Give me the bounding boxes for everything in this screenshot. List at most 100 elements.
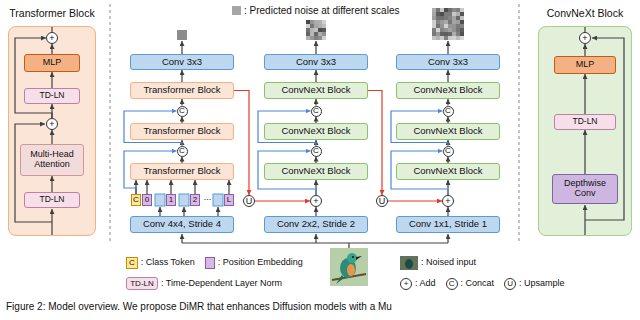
- noise-square: [318, 36, 322, 40]
- noised-thumbnail: [400, 265, 403, 268]
- legend-swatch: [205, 257, 215, 269]
- node-label: TD-LN: [39, 91, 64, 100]
- noise-square: [460, 32, 464, 36]
- wire: [181, 41, 182, 54]
- position-token: 1: [166, 194, 176, 206]
- legend-text: : Position Embedding: [218, 258, 303, 268]
- block-box: Transformer Block: [130, 163, 234, 180]
- noise-square: [318, 24, 322, 28]
- block-box: ConvNeXt Block: [396, 163, 500, 180]
- noise-square: [460, 12, 464, 16]
- noise-square: [448, 32, 452, 36]
- concat-circle: C: [311, 146, 322, 157]
- connector: [181, 70, 182, 82]
- node-label: U: [246, 197, 253, 206]
- legend-symbol: C: [449, 280, 455, 288]
- wire: [447, 41, 448, 54]
- patch-token: [155, 194, 165, 206]
- connector: [368, 91, 382, 196]
- connector-group: [15, 38, 585, 216]
- noised-thumbnail: [415, 265, 418, 268]
- noised-thumbnail: [405, 259, 413, 269]
- add-circle: +: [310, 195, 322, 207]
- noise-square: [310, 24, 314, 28]
- panel-heading: ConvNeXt Block: [539, 8, 631, 20]
- noise-square: [310, 32, 314, 36]
- add-circle: +: [46, 118, 58, 130]
- legend-text: : Class Token: [141, 258, 195, 268]
- noise-square: [318, 32, 322, 36]
- noised-thumbnail: [412, 265, 415, 268]
- connector: [584, 130, 585, 174]
- patch-token: [179, 194, 189, 206]
- bird-image: [352, 256, 354, 258]
- noise-square: [318, 28, 322, 32]
- noise-square: [432, 36, 436, 40]
- noise-square: [322, 36, 326, 40]
- connector: [315, 99, 316, 106]
- noise-square: [440, 28, 444, 32]
- concat-circle: C: [177, 146, 188, 157]
- block-box: ConvNeXt Block: [264, 82, 368, 99]
- noise-square: [318, 20, 322, 24]
- noise-square: [432, 8, 436, 12]
- connector: [51, 130, 52, 144]
- panel-fill: [538, 26, 632, 236]
- noise-square: [456, 16, 460, 20]
- legend-text: : Add: [415, 279, 436, 289]
- noise-square: [310, 28, 314, 32]
- connector: [447, 99, 448, 106]
- noise-square: [432, 28, 436, 32]
- node-label: Transformer Block: [143, 85, 220, 95]
- noise-square: [440, 8, 444, 12]
- noise-square: [448, 28, 452, 32]
- connector: [234, 91, 249, 196]
- legend-row: : Noised input: [400, 255, 486, 270]
- noised-thumbnail: [406, 259, 409, 262]
- noise-square: [440, 36, 444, 40]
- noise-square: [452, 8, 456, 12]
- noise-square: [460, 28, 464, 32]
- noised-thumbnail: [406, 262, 409, 265]
- noised-thumbnail: [415, 262, 418, 265]
- conv-box: Conv 4x4, Stride 4: [130, 216, 234, 233]
- noise-square: [322, 28, 326, 32]
- node-label: TD-LN: [39, 195, 64, 204]
- noise-square: [456, 32, 460, 36]
- node-label: +: [582, 34, 587, 43]
- noise-square: [432, 12, 436, 16]
- wire: [447, 234, 448, 243]
- node-label: Transformer Block: [143, 166, 220, 176]
- legend-swatch: [400, 256, 418, 270]
- legend-symbol: TD-LN: [130, 280, 154, 288]
- bird-image: [356, 256, 362, 260]
- node-label: Transformer Block: [143, 126, 220, 136]
- noise-square: [314, 20, 318, 24]
- upsample-circle: U: [243, 195, 255, 207]
- noise-square: [460, 8, 464, 12]
- block-box: ConvNeXt Block: [396, 82, 500, 99]
- noised-thumbnail: [406, 265, 409, 268]
- noised-thumbnail: [400, 256, 418, 270]
- legend-row: : Predicted noise at different scales: [232, 3, 409, 18]
- noised-thumbnail: [400, 268, 403, 270]
- node-label: +: [49, 34, 54, 43]
- norm-box: TD-LN: [554, 114, 616, 130]
- concat-circle: C: [443, 106, 454, 117]
- block-box: Transformer Block: [130, 82, 234, 99]
- noised-thumbnail: [403, 262, 406, 265]
- ellipsis-label: ...: [201, 193, 214, 203]
- node-label: MLP: [576, 60, 595, 70]
- legend-swatch: TD-LN: [126, 277, 158, 290]
- connector: [15, 38, 52, 118]
- noised-thumbnail: [400, 256, 418, 270]
- bird-image: [330, 248, 368, 286]
- noised-thumbnail: [412, 262, 415, 265]
- legend-symbol: U: [507, 280, 513, 288]
- noise-square: [432, 16, 436, 20]
- add-circle: +: [46, 32, 58, 44]
- block-box: ConvNeXt Block: [264, 163, 368, 180]
- noise-square: [314, 32, 318, 36]
- noise-square: [306, 24, 310, 28]
